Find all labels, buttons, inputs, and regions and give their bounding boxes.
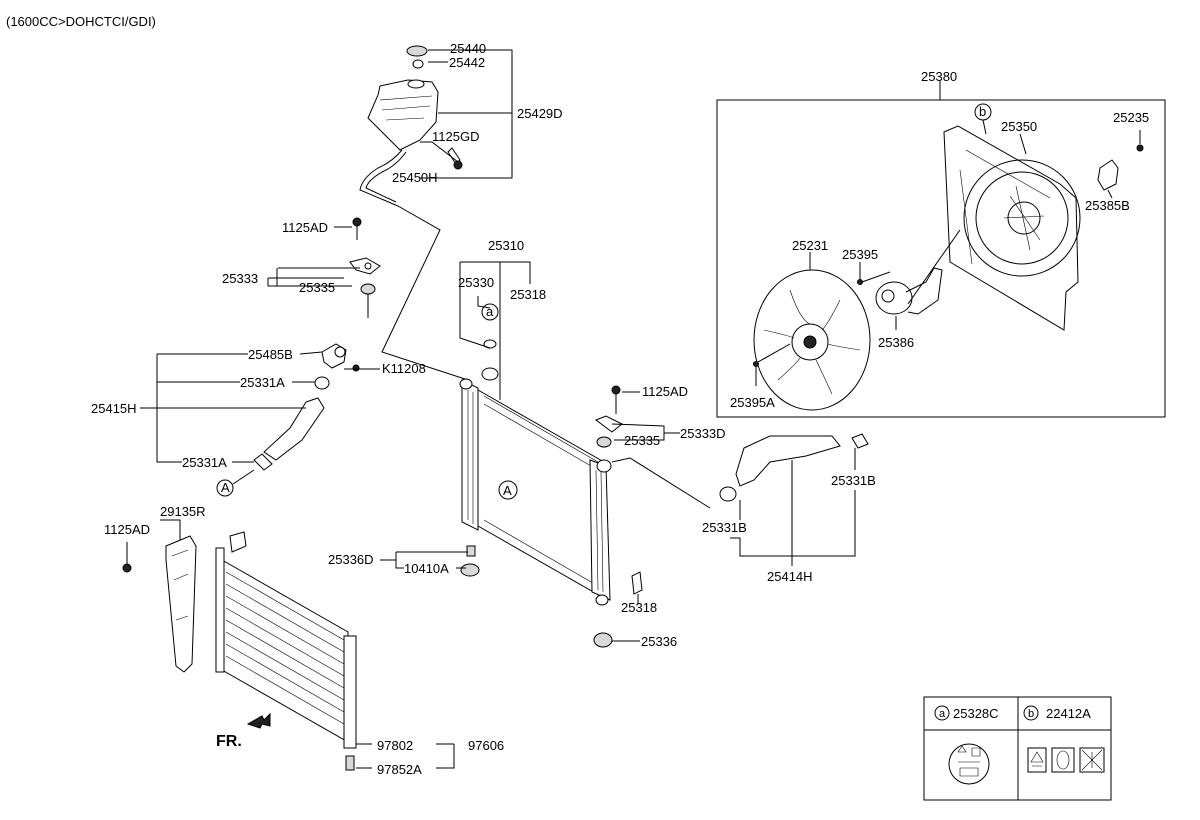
reservoir-tank [367, 79, 439, 151]
callout-25231: 25231 [792, 238, 828, 253]
callout-25380: 25380 [921, 69, 957, 84]
front-indicator: FR. [216, 733, 242, 750]
callout-25333D: 25333D [680, 426, 726, 441]
callout-25318-top: 25318 [510, 287, 546, 302]
callout-29135R: 29135R [160, 504, 206, 519]
callout-25330: 25330 [458, 275, 494, 290]
overflow-hose [359, 149, 407, 207]
callout-25331A-lower: 25331A [182, 455, 227, 470]
callout-1125AD-top: 1125AD [282, 220, 328, 235]
cap-seal [412, 59, 424, 69]
callout-10410A: 10410A [404, 561, 449, 576]
callout-25429D: 25429D [517, 106, 563, 121]
reservoir-cap [406, 45, 428, 57]
callout-1125GD: 1125GD [432, 129, 479, 144]
radiator-assembly [380, 261, 711, 648]
reservoir-assembly [359, 45, 513, 381]
label-sticker-a-icon [948, 743, 990, 785]
callout-97852A: 97852A [377, 762, 422, 777]
legend-code-a: 25328C [953, 706, 999, 721]
callout-25336D: 25336D [328, 552, 374, 567]
radiator-core [477, 389, 605, 599]
callout-25331B-left: 25331B [702, 520, 747, 535]
legend-marker-a: a [939, 708, 946, 720]
side-bracket [165, 535, 197, 673]
marker-A-radiator: A [503, 483, 512, 498]
label-sticker-b-warning-icon [1027, 747, 1047, 773]
condenser-core [221, 559, 349, 743]
fan-assembly [716, 80, 1166, 418]
callout-25414H: 25414H [767, 569, 813, 584]
callout-97606: 97606 [468, 738, 504, 753]
callout-25235: 25235 [1113, 110, 1149, 125]
callout-25415H: 25415H [91, 401, 137, 416]
callout-25333: 25333 [222, 271, 258, 286]
callout-25385B: 25385B [1085, 198, 1130, 213]
callout-25331B-right: 25331B [831, 473, 876, 488]
callout-25310: 25310 [488, 238, 524, 253]
callout-K11208: K11208 [382, 361, 426, 376]
radiator-right-tank [589, 459, 611, 601]
callout-25318-bottom: 25318 [621, 600, 657, 615]
condenser-assembly [122, 519, 455, 771]
lower-hose [735, 435, 841, 487]
callout-25440: 25440 [450, 41, 486, 56]
lower-hose-assembly [719, 433, 869, 566]
callout-25395: 25395 [842, 247, 878, 262]
callout-1125AD-mid: 1125AD [642, 384, 688, 399]
marker-b-fan: b [979, 104, 986, 119]
callout-25386: 25386 [878, 335, 914, 350]
legend-marker-b: b [1028, 708, 1034, 720]
callout-25485B: 25485B [248, 347, 293, 362]
callout-25336: 25336 [641, 634, 677, 649]
receiver-drier [343, 635, 357, 749]
legend-code-b: 22412A [1046, 706, 1091, 721]
upper-hose-assembly [140, 217, 381, 497]
marker-A-left: A [221, 480, 230, 495]
callout-25395A: 25395A [730, 395, 775, 410]
callout-97802: 97802 [377, 738, 413, 753]
radiator-left-tank [461, 379, 479, 531]
callout-25335-left: 25335 [299, 280, 335, 295]
callout-25442: 25442 [449, 55, 485, 70]
symbol-legend [923, 696, 1112, 801]
fan-assembly-frame [716, 99, 1166, 418]
marker-a-radiator: a [486, 304, 494, 319]
callout-25450H: 25450H [392, 170, 438, 185]
callout-1125AD-left: 1125AD [104, 522, 150, 537]
callout-25335-right: 25335 [624, 433, 660, 448]
engine-note: (1600CC>DOHCTCI/GDI) [6, 14, 156, 29]
upper-hose [263, 397, 325, 461]
callout-25350: 25350 [1001, 119, 1037, 134]
hose-route-line [381, 205, 469, 381]
callout-25331A-upper: 25331A [240, 375, 285, 390]
